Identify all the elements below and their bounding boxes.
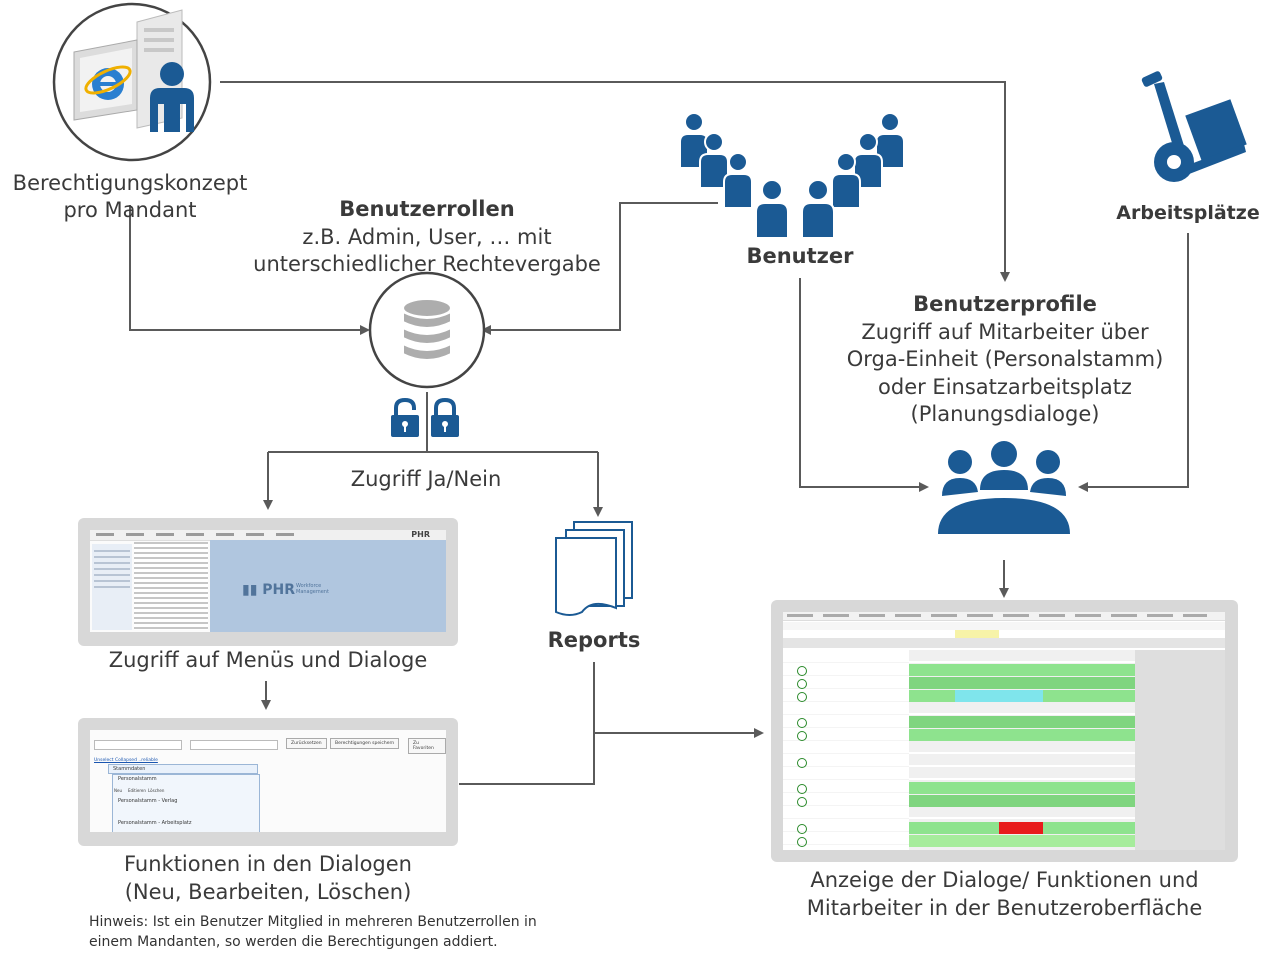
profile-title: Benutzerprofile <box>913 292 1097 316</box>
meeting-group-icon <box>936 440 1072 536</box>
funktionen-caption1: Funktionen in den Dialogen <box>123 852 412 876</box>
save-permissions-button[interactable]: Berechtigungen speichern <box>330 738 400 749</box>
profile-line: Zugriff auf Mitarbeiter über <box>861 320 1149 344</box>
tree-group[interactable]: Personalstamm <box>118 776 157 782</box>
brand-label: PHR <box>411 530 430 539</box>
anzeige-line2: Mitarbeiter in der Benutzeroberfläche <box>806 896 1203 920</box>
reset-button[interactable]: Zurücksetzen <box>286 738 327 749</box>
documents-stack-icon <box>552 518 636 618</box>
funktionen-screenshot-frame: Zurücksetzen Berechtigungen speichern Zu… <box>78 718 458 846</box>
mandant-subtitle: pro Mandant <box>63 198 197 222</box>
tree-group[interactable]: Personalstamm - Verlag <box>118 798 178 804</box>
profile-line: (Planungsdialoge) <box>910 402 1100 426</box>
anzeige-screenshot-frame <box>771 600 1238 862</box>
arbeitsplaetze-label: Arbeitsplätze <box>1116 202 1260 224</box>
benutzer-label: Benutzer <box>746 244 854 268</box>
action-edit[interactable]: Editieren <box>128 788 146 793</box>
profile-line: oder Einsatzarbeitsplatz <box>878 375 1132 399</box>
action-new[interactable]: Neu <box>114 788 122 793</box>
funktionen-caption2: (Neu, Bearbeiten, Löschen) <box>124 880 412 904</box>
users-group-icon <box>676 112 912 239</box>
hand-truck-icon <box>1140 70 1250 190</box>
menus-caption: Zugriff auf Menüs und Dialoge <box>108 648 428 672</box>
mandant-title: Berechtigungskonzept <box>12 171 248 195</box>
padlock-icon <box>430 397 460 438</box>
zugriff-label: Zugriff Ja/Nein <box>350 467 502 491</box>
rollen-line1: z.B. Admin, User, … mit <box>302 225 552 249</box>
phr-logo: ▮▮ PHR <box>242 582 296 598</box>
hinweis-note: Hinweis: Ist ein Benutzer Mitglied in me… <box>89 914 537 951</box>
padlock-icon <box>390 397 420 438</box>
reports-label: Reports <box>547 628 641 652</box>
favorites-button[interactable]: Zu Favoriten <box>408 738 446 754</box>
rollen-title: Benutzerrollen <box>339 197 515 221</box>
database-icon <box>367 270 487 390</box>
computer-user-icon <box>42 0 222 168</box>
tree-root[interactable]: Stammdaten <box>108 764 258 774</box>
anzeige-line1: Anzeige der Dialoge/ Funktionen und <box>810 868 1199 892</box>
tree-link[interactable]: Unselect Collapsed ..reliable <box>94 758 158 763</box>
action-delete[interactable]: Löschen <box>148 788 165 793</box>
tree-group[interactable]: Personalstamm - Arbeitsplatz <box>118 820 192 826</box>
profile-line: Orga-Einheit (Personalstamm) <box>846 347 1164 371</box>
